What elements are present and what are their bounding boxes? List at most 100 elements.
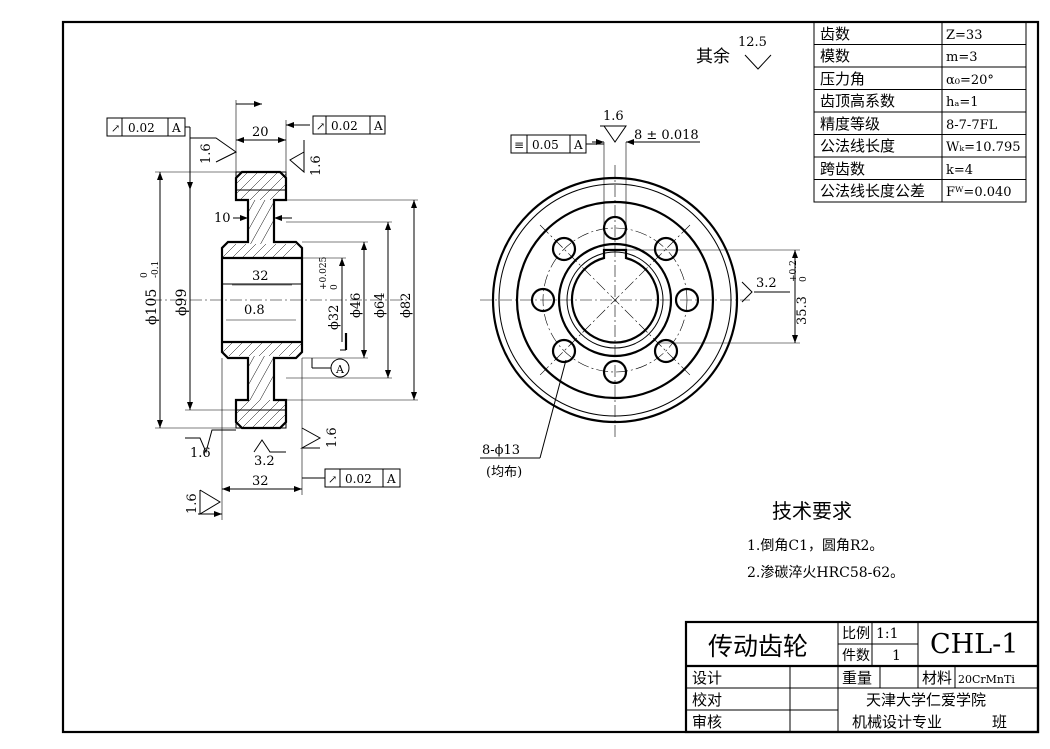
param-value: m=3 bbox=[946, 50, 978, 65]
svg-text:1.6: 1.6 bbox=[185, 493, 200, 514]
design-label: 设计 bbox=[692, 669, 722, 687]
datum-a: A bbox=[311, 358, 350, 378]
dim-dia-99: ϕ99 bbox=[174, 289, 190, 316]
roughness-symbol bbox=[744, 54, 772, 70]
tech-req-item: 1.倒角C1，圆角R2。 bbox=[747, 538, 883, 554]
roughness-top-right: 1.6 bbox=[289, 140, 324, 176]
svg-text:A: A bbox=[373, 119, 383, 133]
scale-label: 比例 bbox=[842, 626, 870, 642]
svg-text:(均布): (均布) bbox=[486, 465, 522, 480]
svg-text:3.2: 3.2 bbox=[254, 454, 275, 469]
gtol-bottom: ↗ 0.02 A bbox=[302, 468, 401, 488]
params-table: 齿数 Z=33 模数 m=3 压力角 α₀=20° 齿顶高系数 hₐ=1 精度等… bbox=[813, 21, 1027, 203]
school-name: 天津大学仁爱学院 bbox=[866, 691, 986, 709]
roughness-bottom-right: 1.6 bbox=[300, 427, 340, 449]
svg-text:↗: ↗ bbox=[328, 473, 337, 486]
svg-text:0.02: 0.02 bbox=[345, 472, 372, 486]
param-value: 8-7-7FL bbox=[946, 118, 998, 133]
roughness-bottom-left: 1.6 bbox=[185, 429, 236, 461]
param-name: 齿顶高系数 bbox=[820, 92, 895, 110]
dim-chamfer: 0.8 bbox=[244, 303, 265, 318]
qty-value: 1 bbox=[892, 648, 901, 664]
check-label: 校对 bbox=[692, 691, 722, 709]
dim-width-bottom: 32 bbox=[252, 474, 269, 489]
svg-text:0.05: 0.05 bbox=[532, 138, 559, 152]
svg-text:≡: ≡ bbox=[514, 138, 524, 152]
roughness-left-top: 1.6 bbox=[190, 137, 237, 164]
material-value: 20CrMnTi bbox=[958, 673, 1015, 686]
weight-label: 重量 bbox=[842, 669, 872, 687]
keyway-roughness: 1.6 bbox=[603, 109, 624, 124]
param-name: 压力角 bbox=[820, 70, 865, 88]
param-name: 跨齿数 bbox=[820, 160, 865, 178]
dim-dia-bore: ϕ32 bbox=[327, 305, 342, 330]
part-name: 传动齿轮 bbox=[708, 632, 808, 661]
param-name: 精度等级 bbox=[820, 115, 880, 133]
keyway-side-roughness: 3.2 bbox=[741, 276, 790, 303]
dim-dia-bore-tol-upper: +0.025 bbox=[319, 256, 329, 290]
qty-label: 件数 bbox=[842, 648, 870, 664]
material-label: 材料 bbox=[922, 669, 952, 687]
svg-text:1.6: 1.6 bbox=[199, 143, 214, 164]
param-value: Fᵂ=0.040 bbox=[946, 185, 1012, 200]
svg-text:1.6: 1.6 bbox=[309, 155, 324, 176]
title-block: 传动齿轮 比例 1:1 件数 1 CHL-1 设计 重量 材料 20CrMnTi… bbox=[684, 620, 1040, 734]
param-name: 齿数 bbox=[820, 25, 850, 43]
svg-text:↗: ↗ bbox=[111, 122, 120, 135]
dim-dia-46: ϕ46 bbox=[349, 293, 364, 318]
param-value: hₐ=1 bbox=[946, 95, 979, 110]
param-value: Wₖ=10.795 bbox=[946, 140, 1020, 155]
dim-dia-82: ϕ82 bbox=[399, 293, 414, 318]
roughness-note-label: 其余 bbox=[696, 47, 730, 67]
section-view: 20 ↗ 0.02 A ↗ 0.02 A 1.6 bbox=[106, 100, 418, 520]
holes-callout: 8-ϕ13 (均布) bbox=[480, 359, 567, 480]
tech-req-item: 2.渗碳淬火HRC58-62。 bbox=[747, 565, 904, 581]
dim-dia-tip: ϕ105 bbox=[144, 289, 160, 325]
tech-requirements: 技术要求 1.倒角C1，圆角R2。 2.渗碳淬火HRC58-62。 bbox=[747, 499, 904, 581]
svg-text:A: A bbox=[171, 121, 181, 135]
svg-text:+0.2: +0.2 bbox=[789, 260, 799, 282]
major-name: 机械设计专业 bbox=[852, 713, 942, 731]
class-label: 班 bbox=[992, 713, 1007, 731]
general-roughness-note: 其余 12.5 bbox=[696, 35, 772, 70]
svg-text:8-ϕ13: 8-ϕ13 bbox=[482, 443, 520, 458]
svg-text:0: 0 bbox=[799, 276, 809, 282]
dim-dia-64: ϕ64 bbox=[373, 293, 388, 318]
keyway-width: 8 ± 0.018 bbox=[634, 128, 699, 143]
bore-with-keyway bbox=[570, 248, 660, 344]
svg-text:35.3: 35.3 bbox=[795, 296, 810, 325]
svg-text:3.2: 3.2 bbox=[756, 276, 777, 291]
param-value: Z=33 bbox=[946, 28, 982, 43]
dim-dia-tip-tol-lower: -0.1 bbox=[151, 261, 161, 278]
symmetry-tolerance: ≡ 0.05 A bbox=[510, 134, 604, 154]
keyway-depth-dim: 35.3 +0.2 0 bbox=[626, 249, 810, 344]
param-value: k=4 bbox=[946, 163, 973, 178]
gtol-top-left: ↗ 0.02 A bbox=[106, 117, 193, 190]
svg-text:A: A bbox=[386, 472, 396, 486]
drawing-number: CHL-1 bbox=[930, 629, 1018, 660]
drawing-border bbox=[61, 20, 1040, 734]
tech-req-title: 技术要求 bbox=[772, 499, 852, 523]
scale-value: 1:1 bbox=[876, 626, 899, 642]
dim-dia-bore-tol-lower: 0 bbox=[330, 284, 340, 290]
dim-width-top: 20 bbox=[252, 125, 269, 140]
dim-bore-length: 32 bbox=[252, 269, 269, 284]
svg-text:0.02: 0.02 bbox=[128, 121, 155, 135]
svg-text:1.6: 1.6 bbox=[190, 446, 211, 461]
roughness-bottom-mid: 3.2 bbox=[253, 439, 286, 469]
param-name: 公法线长度 bbox=[820, 137, 895, 155]
roughness-lowest: 1.6 bbox=[185, 489, 221, 515]
gtol-top-right: ↗ 0.02 A bbox=[312, 115, 386, 135]
roughness-note-value: 12.5 bbox=[738, 35, 767, 50]
svg-text:1.6: 1.6 bbox=[325, 427, 340, 448]
param-name: 公法线长度公差 bbox=[820, 182, 925, 200]
review-label: 审核 bbox=[692, 713, 722, 731]
svg-text:A: A bbox=[335, 363, 345, 376]
dim-dia-tip-tol-upper: 0 bbox=[140, 272, 150, 278]
svg-text:↗: ↗ bbox=[316, 120, 325, 133]
param-value: α₀=20° bbox=[946, 73, 994, 88]
front-view: 1.6 8 ± 0.018 ≡ 0.05 A 35.3 +0.2 0 bbox=[480, 109, 810, 480]
dim-web-thickness: 10 bbox=[214, 211, 231, 226]
